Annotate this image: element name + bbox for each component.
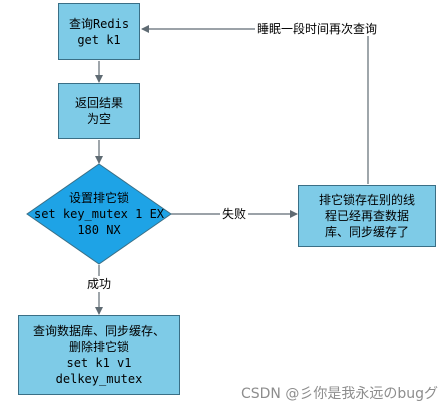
node-set-lock-text: 设置排它锁 set key_mutex 1 EX 180 NX: [27, 184, 171, 244]
node-query-redis-line-1: 查询Redis: [68, 16, 130, 31]
arrow-retry-loop: [141, 25, 369, 184]
node-set-lock-line-2: set key_mutex 1 EX: [33, 207, 165, 221]
node-set-lock-line-3: 180 NX: [77, 223, 121, 237]
node-return-empty-line-1: 返回结果: [74, 96, 123, 110]
node-query-db: 查询数据库、同步缓存、 删除排它锁 set k1 v1 delkey_mutex: [18, 315, 180, 395]
edge-label-fail: 失败: [220, 207, 249, 221]
decision-diamond: [26, 163, 172, 265]
node-lock-exists: 排它锁存在别的线 程已经再查数据 库、同步缓存了: [298, 185, 436, 247]
node-return-empty-line-2: 为空: [86, 112, 111, 126]
edge-label-success: 成功: [86, 276, 113, 292]
node-set-lock-line-1: 设置排它锁: [68, 191, 129, 205]
node-query-db-line-3: set k1 v1: [66, 356, 132, 370]
edge-label-retry: 睡眠一段时间再次查询: [255, 22, 380, 36]
node-query-db-line-4: delkey_mutex: [55, 372, 143, 386]
node-query-redis-line-2: get k1: [77, 32, 121, 47]
node-lock-exists-line-2: 程已经再查数据: [324, 209, 409, 223]
node-lock-exists-line-3: 库、同步缓存了: [324, 225, 409, 239]
node-query-db-line-2: 删除排它锁: [68, 340, 129, 354]
node-lock-exists-line-1: 排它锁存在别的线: [318, 193, 415, 207]
node-query-redis: 查询Redis get k1: [58, 3, 140, 60]
node-return-empty: 返回结果 为空: [58, 83, 140, 139]
node-query-db-line-1: 查询数据库、同步缓存、: [32, 324, 165, 338]
watermark: CSDN @彡你是我永远のbugグ: [240, 386, 438, 402]
